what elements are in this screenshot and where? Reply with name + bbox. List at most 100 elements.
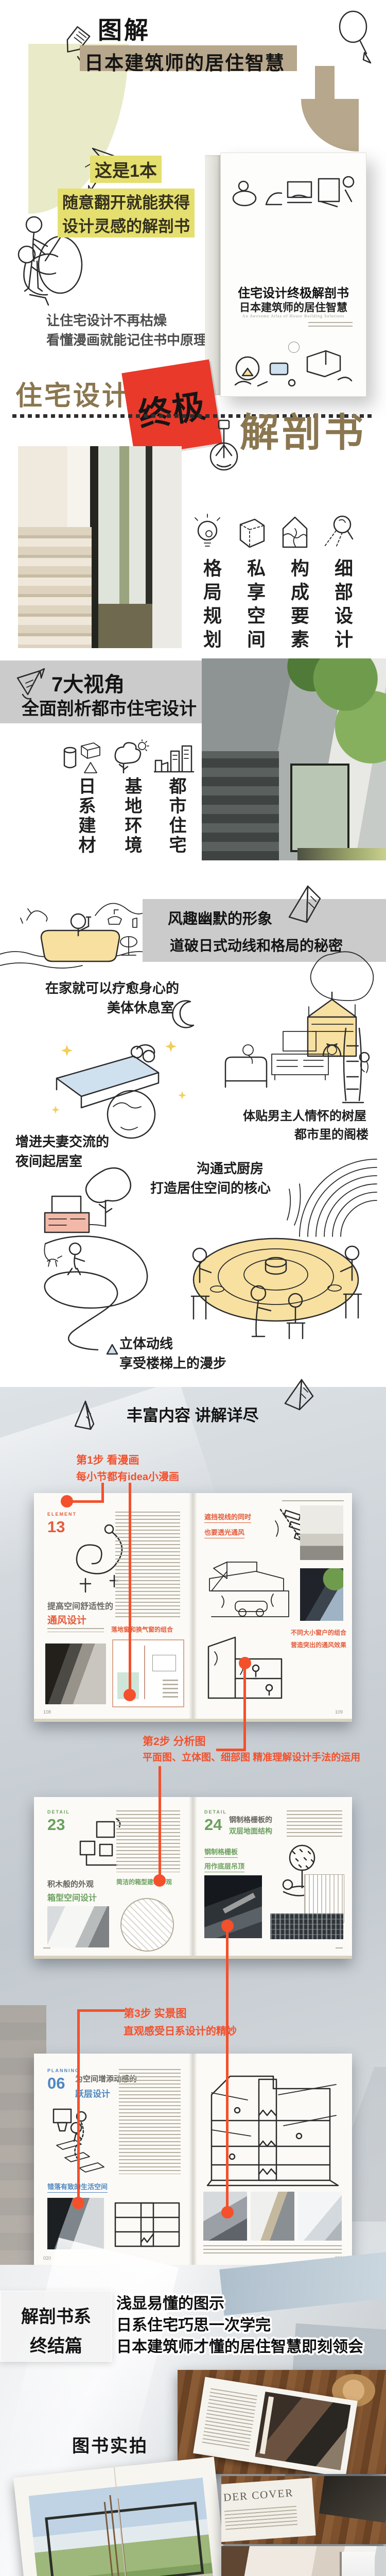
- steel-grating-photo: [270, 1913, 343, 1939]
- element-number: 13: [47, 1518, 65, 1536]
- spread3-title-2: 跃层设计: [75, 2089, 110, 2099]
- step3-left-line-h: [77, 2009, 125, 2012]
- glass-door: [290, 763, 350, 853]
- book-spread-3: PLANNING 06 为空间增添动感的 跃层设计 错落有致的生活空间: [34, 2054, 352, 2268]
- spread1-photo-building: [300, 1568, 343, 1621]
- paper-plane-icon: [288, 885, 321, 923]
- page-number-left: [43, 1946, 50, 1952]
- section-diagram-large: [206, 2075, 339, 2187]
- planning-tag: PLANNING: [47, 2068, 80, 2073]
- collage-book-on-table: [178, 2370, 386, 2474]
- window-light: [340, 2551, 375, 2576]
- perspective-label-urban: 都市住宅: [166, 777, 186, 855]
- headline-right: 解剖书: [240, 412, 366, 455]
- book-spine: [205, 155, 220, 395]
- finale-line-2: 日系住宅巧思一次学完: [116, 2317, 271, 2334]
- step2-desc: 平面图、立体图、细部图 精准理解设计手法的运用: [143, 1752, 361, 1763]
- english-caption-lines: [47, 1628, 104, 1632]
- spread-gutter: [189, 1493, 197, 1719]
- spread1-right-page: 遮挡视线的同时 也要透光通风: [193, 1493, 352, 1719]
- triangle-flag-icon: [74, 1400, 95, 1430]
- hugging-person-cartoon: [17, 235, 83, 306]
- step2-down-line: [159, 1766, 161, 1878]
- content-banner-title: 丰富内容 讲解详尽: [127, 1406, 259, 1425]
- bed-caption-1: 增进夫妻交流的: [15, 1134, 110, 1149]
- dark-board: [319, 2476, 386, 2523]
- concrete-stair-steps: [202, 751, 279, 860]
- stair-steps: [18, 527, 92, 648]
- white-house-photo: [47, 1906, 109, 1947]
- humor-line-1: 风趣幽默的形象: [168, 911, 273, 927]
- cover-title: 住宅设计终极解剖书: [238, 286, 349, 300]
- step2-line-v: [243, 1668, 246, 1751]
- perspective-label-site: 基地环境: [122, 777, 142, 855]
- bed-globe-cartoon: [51, 1041, 186, 1139]
- kitchen-table-cartoon: [190, 1238, 362, 1340]
- stair-highlight: [222, 1892, 256, 1913]
- floor-plan-diagram: [112, 1639, 184, 1707]
- spread2-title-4: 双层地面结构: [229, 1828, 272, 1836]
- spread3-photo-2: [251, 2192, 294, 2241]
- courtyard-photo: [28, 2478, 217, 2576]
- stamp-text: 终极: [135, 387, 209, 434]
- rainbow-fountain-cartoon: [287, 1159, 377, 1237]
- spread1-r-subhead-2: 也要透光通风: [204, 1527, 245, 1538]
- perspectives-banner: [0, 660, 202, 723]
- detail-tag-23: DETAIL: [47, 1809, 70, 1815]
- magazine-text: [224, 2505, 298, 2532]
- perspectives-title: 全面剖析都市住宅设计: [22, 699, 197, 719]
- book-spread-2: DETAIL 23 积木般的外观 箱型空间设计 简洁的箱型建筑外观 DETAIL…: [34, 1797, 352, 1959]
- spread1-left-page: ELEMENT 13 提高空间舒适性的 通风设计 落地窗和换气窗的组合 108: [34, 1493, 193, 1719]
- book-cover-3d: 住宅设计终极解剖书 日本建筑师的居住智慧 An Awesome Atlas of…: [205, 152, 366, 398]
- step1-long-line: [129, 1483, 131, 1694]
- headline-left: 住宅设计: [15, 382, 131, 411]
- finale-line-3: 日本建筑师才懂的居住智慧即刻领会: [116, 2338, 363, 2355]
- step3-title: 第3步 实景图: [124, 2008, 187, 2020]
- treehouse-caption-2: 都市里的阁楼: [294, 1128, 369, 1142]
- step3-photo-dot-top: [221, 1920, 234, 1932]
- perspectives-badge: 7大视角: [51, 673, 125, 696]
- sofa-tv-tree-cartoon: [224, 1027, 370, 1104]
- element-tag: ELEMENT: [47, 1512, 77, 1517]
- detail-circle-diagram: [120, 1898, 174, 1952]
- page-number-right: 109: [335, 1709, 343, 1715]
- materials-icon: [63, 742, 100, 773]
- spread3-right-page: 021: [193, 2054, 352, 2265]
- pitch-sub-1: 让住宅设计不再枯燥: [46, 313, 167, 328]
- step1-title: 第1步 看漫画: [76, 1454, 139, 1466]
- page-number-left: 020: [43, 2256, 51, 2261]
- bathtub-cartoon: [0, 903, 160, 969]
- banner-flag-icon: [284, 1379, 314, 1411]
- cover-publisher-mark: [288, 342, 300, 353]
- feature-label-private: 私享空间: [244, 558, 266, 653]
- spread1-photo-room: [300, 1505, 343, 1560]
- kitchen-caption-2: 打造居住空间的核心: [150, 1180, 271, 1196]
- cover-subtitle: 日本建筑师的居住智慧: [239, 302, 347, 314]
- lightbulb-icon: [195, 514, 220, 547]
- tree-sun-icon: [114, 739, 149, 774]
- plan-wall: [144, 1646, 145, 1699]
- step2-detail-dot: [153, 1874, 166, 1887]
- spread-gutter: [189, 2054, 197, 2265]
- car-section-diagram: [209, 1562, 289, 1617]
- feature-label-detail: 细部设计: [332, 558, 353, 653]
- collage-magazine-table: DER COVER: [221, 2476, 386, 2544]
- spread2-r-subhead-2: 用作底层吊顶: [204, 1861, 245, 1872]
- spread2-title-1: 积木般的外观: [47, 1880, 94, 1889]
- title-band: [80, 45, 297, 71]
- dotted-divider: [12, 414, 374, 418]
- spread3-left-page: PLANNING 06 为空间增添动感的 跃层设计 错落有致的生活空间: [34, 2054, 193, 2265]
- body-text-column: [287, 1810, 342, 1837]
- book-front-cover: 住宅设计终极解剖书 日本建筑师的居住智慧 An Awesome Atlas of…: [220, 152, 366, 397]
- step1-plan-dot: [124, 1689, 136, 1701]
- sunlit-path: [297, 848, 386, 860]
- step3-long-line: [226, 1931, 229, 2210]
- interior-stairs-photo: [18, 446, 182, 648]
- stairs-caption-1: 立体动线: [119, 1336, 173, 1351]
- pitch-line-2: 随意翻开就能获得: [58, 189, 195, 214]
- step1-desc: 每小节都有idea小漫画: [76, 1471, 180, 1483]
- pitch-sub-2: 看懂漫画就能记住书中原理: [46, 332, 207, 348]
- step2-section-dot: [239, 1657, 251, 1669]
- house-puzzle-icon: [282, 516, 308, 548]
